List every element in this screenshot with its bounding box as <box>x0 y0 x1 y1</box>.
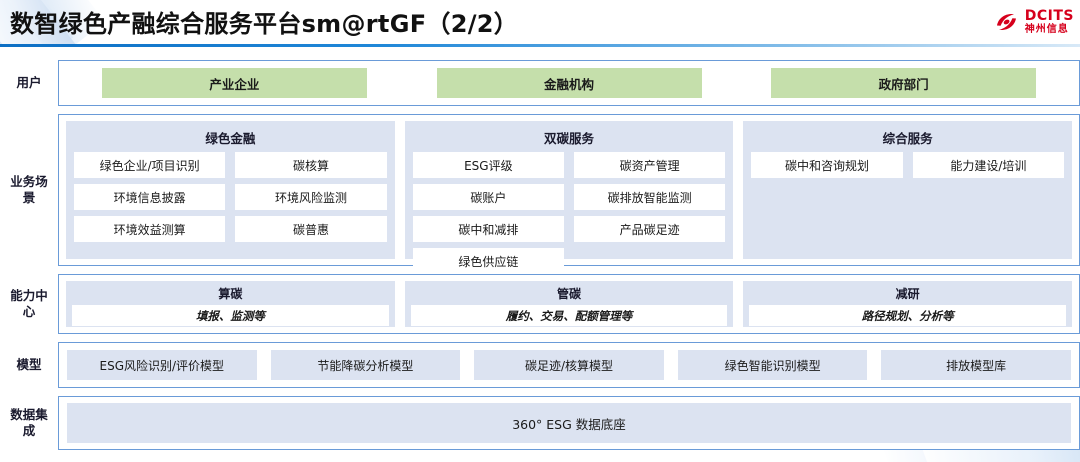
panel-title-green-finance: 绿色金融 <box>205 131 256 146</box>
row-body-user: 产业企业 金融机构 政府部门 <box>58 60 1080 106</box>
data-box-esg-data-foundation[interactable]: 360° ESG 数据底座 <box>67 403 1071 443</box>
row-capability-center: 能力中 心 算碳 填报、监测等 管碳 履约、交易、配额管理等 减研 路径规划、分… <box>0 274 1080 334</box>
row-body-capability-center: 算碳 填报、监测等 管碳 履约、交易、配额管理等 减研 路径规划、分析等 <box>58 274 1080 334</box>
logo-text-en: DCITS <box>1024 8 1074 24</box>
user-cell: 金融机构 <box>402 68 737 98</box>
biz-item-carbon-emission-smart-monitoring[interactable]: 碳排放智能监测 <box>574 184 726 210</box>
panel-title-comprehensive-service: 综合服务 <box>882 131 933 146</box>
title-divider-rule <box>0 44 1080 47</box>
dcits-swoosh-icon <box>994 9 1020 35</box>
row-model: 模型 ESG风险识别/评价模型 节能降碳分析模型 碳足迹/核算模型 绿色智能识别… <box>0 342 1080 388</box>
cap-subtitle-carbon-calculation: 填报、监测等 <box>72 305 389 326</box>
cap-title-carbon-management: 管碳 <box>557 287 582 301</box>
biz-item-green-supply-chain[interactable]: 绿色供应链 <box>412 248 564 274</box>
row-label-line2: 心 <box>22 304 36 319</box>
logo-text-cn: 神州信息 <box>1024 24 1069 35</box>
cap-panel-carbon-calculation[interactable]: 算碳 填报、监测等 <box>66 281 395 327</box>
model-box-energy-saving-carbon-reduction-analysis[interactable]: 节能降碳分析模型 <box>270 350 461 380</box>
row-label-line2: 成 <box>22 423 36 438</box>
row-label-model: 模型 <box>16 357 42 373</box>
panel-green-finance: 绿色金融 绿色企业/项目识别 碳核算 环境信息披露 环境风险监测 环境效益测算 … <box>66 121 395 259</box>
row-business-scenario: 业务场 景 绿色金融 绿色企业/项目识别 碳核算 环境信息披露 环境风险监测 环… <box>0 114 1080 274</box>
row-body-data-integration: 360° ESG 数据底座 <box>58 396 1080 450</box>
biz-item-capacity-building-training[interactable]: 能力建设/培训 <box>912 152 1064 178</box>
row-body-business-scenario: 绿色金融 绿色企业/项目识别 碳核算 环境信息披露 环境风险监测 环境效益测算 … <box>58 114 1080 274</box>
row-label-line1: 数据集 <box>10 407 48 423</box>
user-cell: 政府部门 <box>736 68 1071 98</box>
row-label-line2: 景 <box>22 190 36 205</box>
brand-logo: DCITS 神州信息 <box>994 6 1074 38</box>
biz-item-carbon-inclusion[interactable]: 碳普惠 <box>235 216 387 242</box>
biz-item-environmental-risk-monitoring[interactable]: 环境风险监测 <box>235 184 387 210</box>
row-label-business-scenario: 业务场 景 <box>0 114 58 266</box>
biz-item-environmental-disclosure[interactable]: 环境信息披露 <box>74 184 226 210</box>
architecture-diagram: 用户 产业企业 金融机构 政府部门 业务场 景 <box>0 52 1080 458</box>
page-title: 数智绿色产融综合服务平台sm@rtGF（2/2） <box>10 10 519 38</box>
biz-item-carbon-account[interactable]: 碳账户 <box>412 184 564 210</box>
biz-item-product-carbon-footprint[interactable]: 产品碳足迹 <box>574 216 726 242</box>
biz-item-environmental-benefit-calculation[interactable]: 环境效益测算 <box>74 216 226 242</box>
cap-title-carbon-calculation: 算碳 <box>218 287 243 301</box>
row-label-capability-center: 能力中 心 <box>0 274 58 334</box>
biz-item-carbon-neutral-consulting-planning[interactable]: 碳中和咨询规划 <box>751 152 903 178</box>
user-box-government[interactable]: 政府部门 <box>771 68 1037 98</box>
cap-panel-carbon-management[interactable]: 管碳 履约、交易、配额管理等 <box>404 281 734 327</box>
model-box-emission-model-library[interactable]: 排放模型库 <box>881 350 1071 380</box>
row-data-integration: 数据集 成 360° ESG 数据底座 <box>0 396 1080 450</box>
title-bar: 数智绿色产融综合服务平台sm@rtGF（2/2） <box>0 0 1080 46</box>
cap-title-reduction-research: 减研 <box>895 287 920 301</box>
user-cell: 产业企业 <box>67 68 402 98</box>
row-user: 用户 产业企业 金融机构 政府部门 <box>0 60 1080 106</box>
cap-panel-reduction-research[interactable]: 减研 路径规划、分析等 <box>743 281 1073 327</box>
panel-dual-carbon-service: 双碳服务 ESG评级 碳资产管理 碳账户 碳排放智能监测 碳中和减排 产品碳足迹… <box>404 121 734 274</box>
panel-title-dual-carbon-service: 双碳服务 <box>544 131 595 146</box>
biz-item-carbon-asset-management[interactable]: 碳资产管理 <box>574 152 726 178</box>
biz-item-carbon-neutral-reduction[interactable]: 碳中和减排 <box>412 216 564 242</box>
biz-item-carbon-accounting[interactable]: 碳核算 <box>235 152 387 178</box>
row-label-user: 用户 <box>16 75 42 91</box>
row-label-line1: 能力中 <box>10 288 48 304</box>
logo-wordmark: DCITS 神州信息 <box>1025 9 1074 35</box>
user-box-financial[interactable]: 金融机构 <box>436 68 702 98</box>
panel-comprehensive-service: 综合服务 碳中和咨询规划 能力建设/培训 <box>743 121 1073 259</box>
model-box-green-smart-identification[interactable]: 绿色智能识别模型 <box>677 350 868 380</box>
user-box-industry[interactable]: 产业企业 <box>101 68 367 98</box>
biz-item-green-enterprise-project-identification[interactable]: 绿色企业/项目识别 <box>74 152 226 178</box>
cap-subtitle-carbon-management: 履约、交易、配额管理等 <box>410 305 728 326</box>
row-label-data-integration: 数据集 成 <box>0 396 58 450</box>
row-body-model: ESG风险识别/评价模型 节能降碳分析模型 碳足迹/核算模型 绿色智能识别模型 … <box>58 342 1080 388</box>
cap-subtitle-reduction-research: 路径规划、分析等 <box>749 305 1067 326</box>
model-box-esg-risk-evaluation[interactable]: ESG风险识别/评价模型 <box>67 350 257 380</box>
model-box-carbon-footprint-accounting[interactable]: 碳足迹/核算模型 <box>474 350 664 380</box>
row-label-line1: 业务场 <box>10 174 48 190</box>
biz-item-esg-rating[interactable]: ESG评级 <box>412 152 564 178</box>
